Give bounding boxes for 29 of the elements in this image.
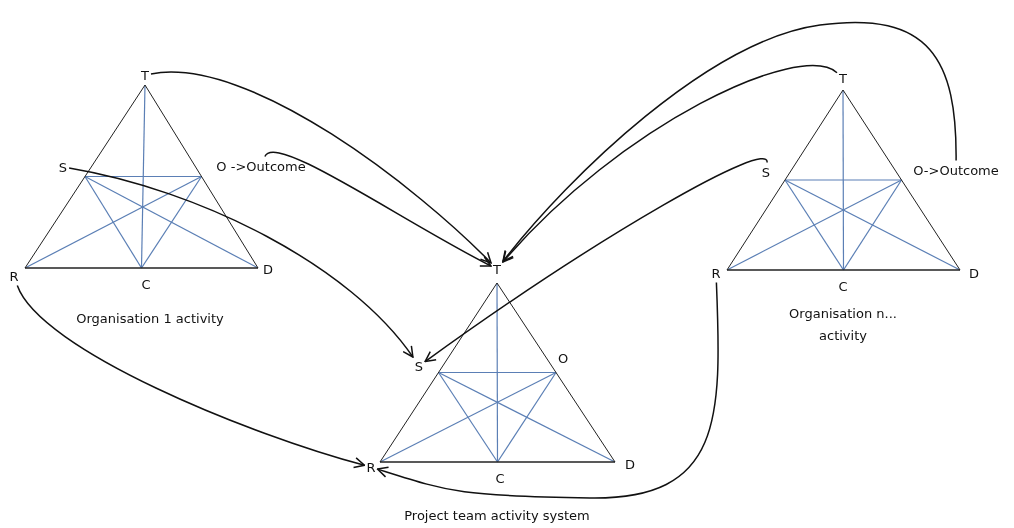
vertex-label: C xyxy=(141,276,151,292)
vertex-label: D xyxy=(969,265,979,281)
caption-text: Organisation n... activity xyxy=(788,305,898,345)
vertex-label: S xyxy=(414,358,424,374)
vertex-label: R xyxy=(711,265,721,281)
vertex-label: O xyxy=(557,350,569,366)
vertex-label: C xyxy=(838,278,848,294)
vertex-label: T xyxy=(141,67,149,83)
arrow xyxy=(502,21,957,263)
vertex-label: C xyxy=(495,470,505,486)
caption-text: Project team activity system xyxy=(403,507,591,525)
arrow xyxy=(16,284,366,469)
caption-text: Organisation 1 activity xyxy=(75,310,225,328)
vertex-label: R xyxy=(9,268,19,284)
arrow xyxy=(68,167,414,358)
vertex-label: T xyxy=(839,70,847,86)
arrow xyxy=(424,158,768,363)
vertex-label: D xyxy=(625,456,635,472)
vertex-label: O ->Outcome xyxy=(216,158,306,174)
vertex-label: D xyxy=(263,261,273,277)
vertex-label: S xyxy=(761,164,771,180)
arrow xyxy=(376,281,719,499)
vertex-label: S xyxy=(58,159,68,175)
vertex-label: R xyxy=(366,459,376,475)
arrow xyxy=(264,151,492,267)
arrow xyxy=(502,65,838,263)
arrow xyxy=(150,71,492,264)
vertex-label: O->Outcome xyxy=(913,162,999,178)
vertex-label: T xyxy=(493,261,501,277)
